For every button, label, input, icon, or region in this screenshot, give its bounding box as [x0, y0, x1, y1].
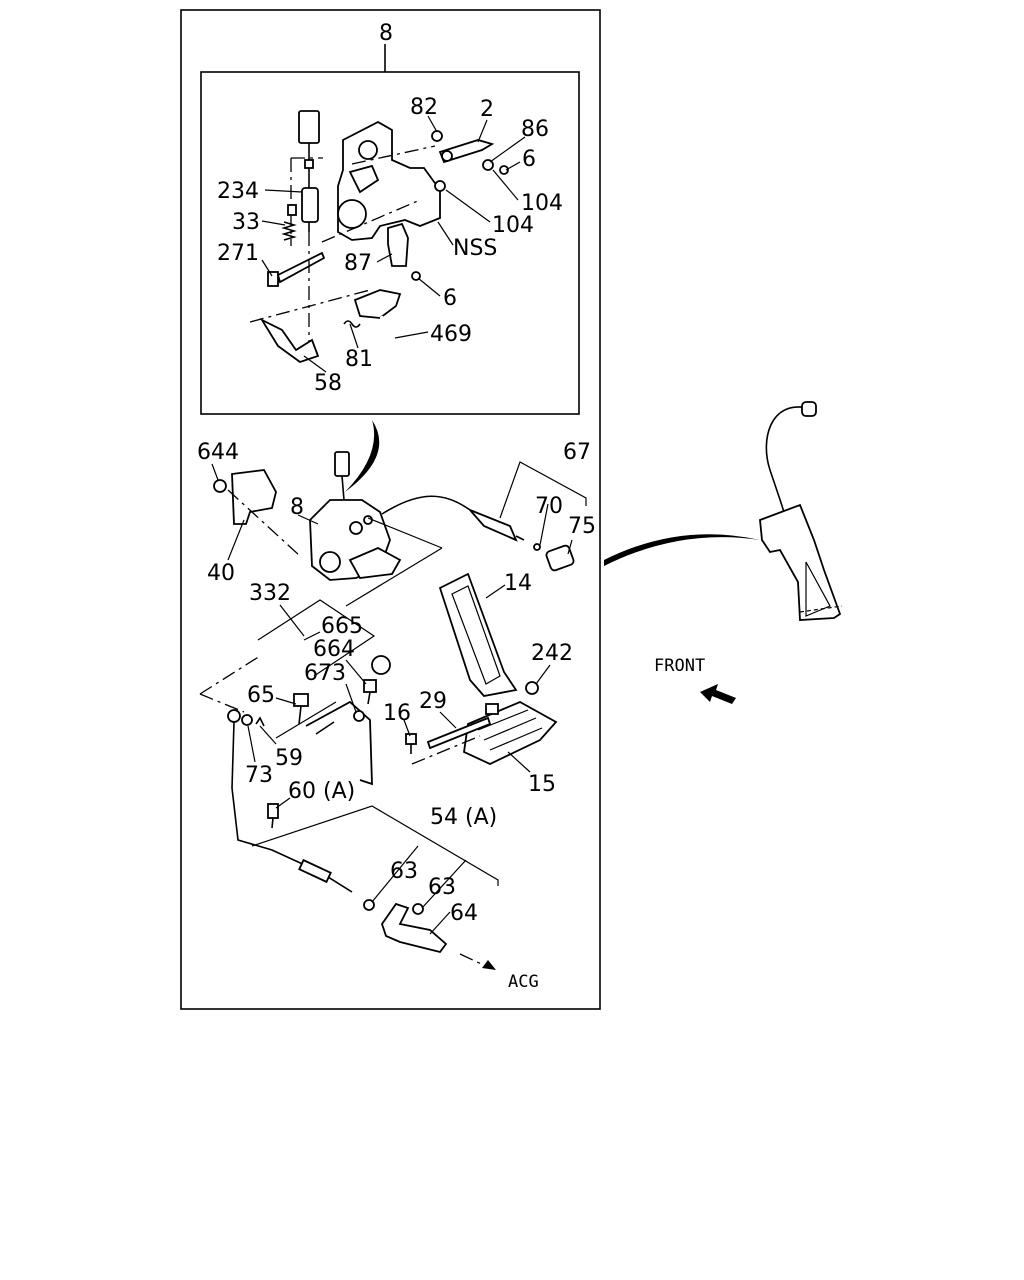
label-673: 673	[304, 661, 346, 686]
label-60a: 60 (A)	[288, 779, 355, 804]
label-242: 242	[531, 641, 573, 666]
label-271: 271	[217, 241, 259, 266]
stopper-664	[363, 655, 391, 705]
label-59: 59	[275, 746, 303, 771]
spring-33	[281, 221, 297, 241]
label-664: 664	[313, 637, 355, 662]
fastener-242	[525, 681, 539, 695]
switch-234	[287, 157, 323, 246]
pedal-bracket-top	[321, 120, 441, 243]
control-cable	[231, 721, 353, 893]
label-86: 86	[521, 117, 549, 142]
bracket-64	[251, 805, 499, 954]
label-8-top: 8	[379, 21, 393, 46]
label-64: 64	[450, 901, 478, 926]
label-54a: 54 (A)	[430, 805, 497, 830]
label-234: 234	[217, 179, 259, 204]
front-arrow-icon	[700, 684, 736, 704]
leaders-mid	[211, 463, 573, 935]
label-8-mid: 8	[290, 495, 304, 520]
bracket-40	[213, 469, 301, 557]
label-63-a: 63	[390, 859, 418, 884]
accelerator-pedal-14	[438, 572, 518, 697]
label-6-a: 6	[522, 147, 536, 172]
overview-pedal-illustration	[759, 401, 843, 621]
label-81: 81	[345, 347, 373, 372]
bracket-332	[199, 599, 376, 786]
label-644: 644	[197, 440, 239, 465]
label-469: 469	[430, 322, 472, 347]
connector-plug	[298, 110, 320, 169]
bolt-271	[267, 251, 326, 287]
label-6-b: 6	[443, 286, 457, 311]
label-16: 16	[383, 701, 411, 726]
label-73: 73	[245, 763, 273, 788]
pin-29	[426, 703, 499, 750]
cable-end-67	[381, 461, 587, 572]
label-front: FRONT	[654, 656, 705, 676]
label-87: 87	[344, 251, 372, 276]
bolt-16	[405, 733, 481, 765]
acg-arrow	[459, 953, 496, 970]
label-2: 2	[480, 97, 494, 122]
label-82: 82	[410, 95, 438, 120]
label-40: 40	[207, 561, 235, 586]
label-15: 15	[528, 772, 556, 797]
overview-pointer-arrow	[604, 534, 760, 566]
label-104-b: 104	[492, 213, 534, 238]
label-63-b: 63	[428, 875, 456, 900]
inset-pointer-arrow	[345, 420, 380, 492]
leaders-top	[261, 115, 526, 373]
bracket-87	[387, 222, 421, 281]
label-acg: ACG	[508, 972, 539, 992]
pedal-pad-15	[463, 701, 558, 765]
label-67: 67	[563, 440, 591, 465]
arm-2	[431, 130, 509, 192]
label-65: 65	[247, 683, 275, 708]
label-29: 29	[419, 689, 447, 714]
label-58: 58	[314, 371, 342, 396]
label-104-a: 104	[521, 191, 563, 216]
label-33: 33	[232, 210, 260, 235]
label-14: 14	[504, 571, 532, 596]
bracket-58	[249, 232, 371, 364]
outer-frame	[180, 9, 601, 1010]
label-75: 75	[568, 514, 596, 539]
label-332: 332	[249, 581, 291, 606]
label-70: 70	[535, 494, 563, 519]
label-665: 665	[321, 614, 363, 639]
lever-469	[343, 289, 480, 395]
pedal-assembly-8	[309, 451, 443, 628]
label-NSS: NSS	[453, 236, 497, 261]
detail-inset-frame	[200, 71, 580, 415]
